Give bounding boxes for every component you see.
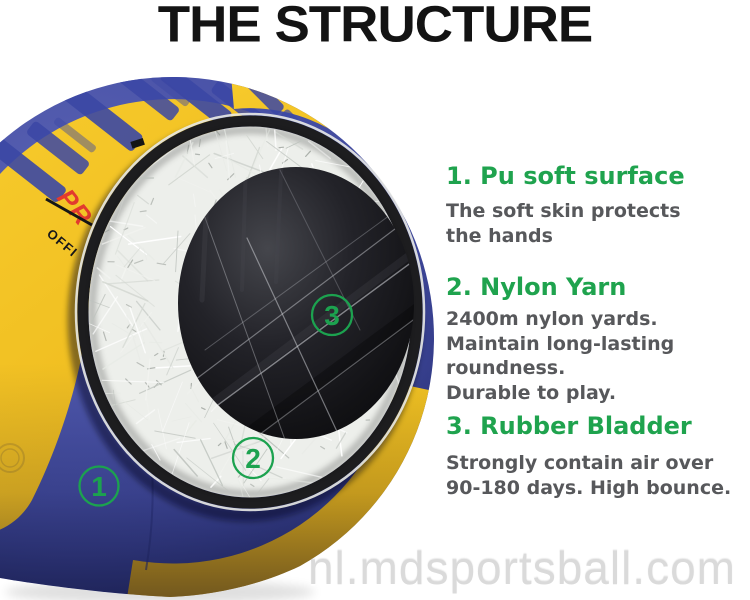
pu-cut-edge <box>74 112 426 512</box>
section-heading-2: 2. Nylon Yarn <box>446 273 627 301</box>
section-body-2: 2400m nylon yards. Maintain long-lasting… <box>446 308 675 404</box>
svg-text:1: 1 <box>91 471 107 502</box>
cutaway-rim <box>77 115 423 509</box>
ball-label-2: 2 <box>231 436 275 480</box>
svg-text:3: 3 <box>324 300 340 331</box>
section-heading-3: 3. Rubber Bladder <box>446 412 692 440</box>
ball-label-3: 3 <box>310 293 354 337</box>
section-heading-1: 1. Pu soft surface <box>446 162 685 190</box>
section-body-1: The soft skin protects the hands <box>446 200 681 247</box>
page-title: THE STRUCTURE <box>157 0 594 54</box>
ball-layer-labels: 1 2 3 <box>78 293 354 507</box>
watermark: nl.mdsportsball.com <box>307 542 736 594</box>
ball-label-1: 1 <box>78 465 120 507</box>
rim-notch <box>130 137 145 149</box>
svg-text:2: 2 <box>245 443 261 474</box>
section-body-3: Strongly contain air over 90-180 days. H… <box>446 452 732 499</box>
cutaway <box>67 112 426 522</box>
